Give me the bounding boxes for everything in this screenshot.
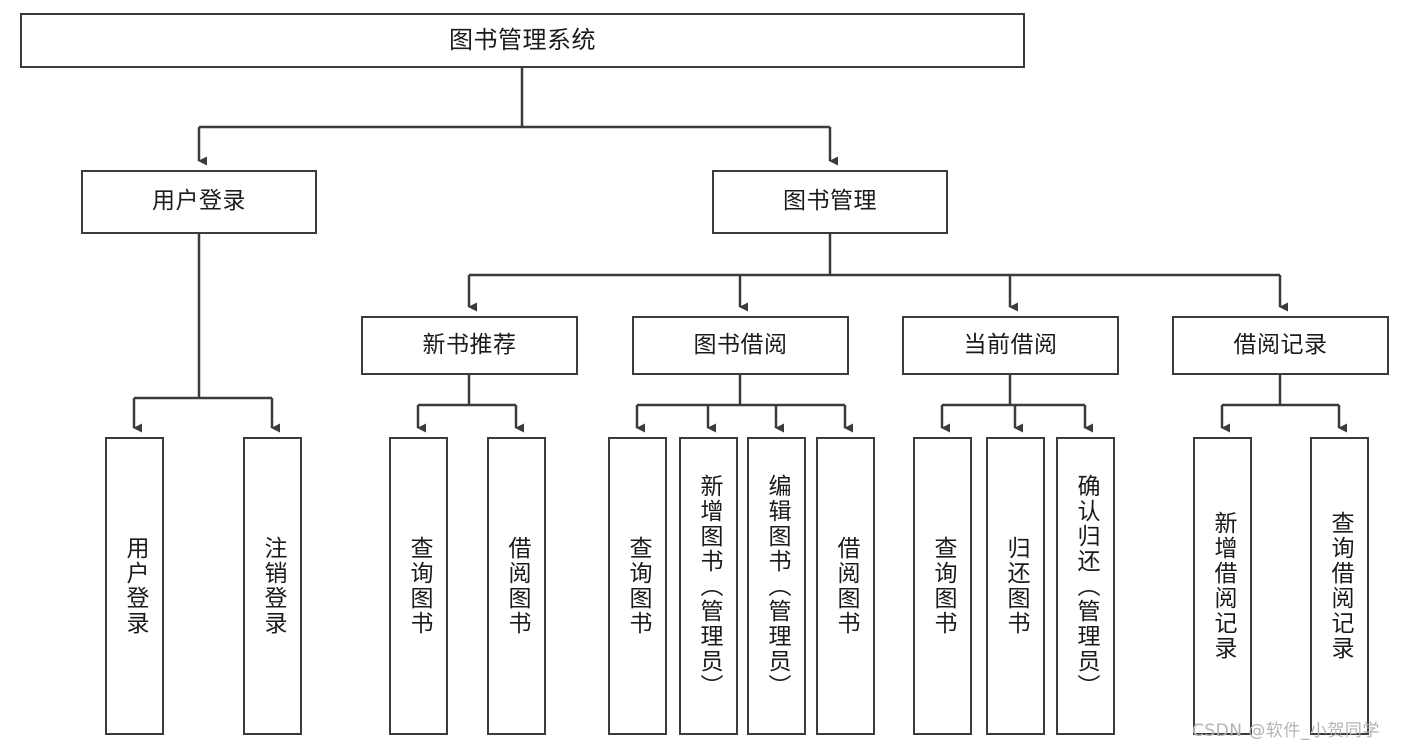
root-node-图书管理系统[interactable]: 图书管理系统 — [20, 13, 1025, 68]
node-label: 编辑图书（管理员） — [764, 473, 790, 699]
node-label: 查询图书 — [406, 536, 432, 636]
node-label: 图书管理系统 — [449, 26, 596, 55]
node-label: 查询借阅记录 — [1327, 511, 1353, 661]
leaf-node-借阅图书[interactable]: 借阅图书 — [487, 437, 546, 735]
leaf-node-确认归还管理员[interactable]: 确认归还（管理员） — [1056, 437, 1115, 735]
level3-node-图书借阅[interactable]: 图书借阅 — [632, 316, 849, 375]
node-label: 借阅记录 — [1233, 331, 1328, 358]
watermark-text: CSDN @软件_小贺同学 — [1192, 721, 1380, 741]
leaf-node-查询图书[interactable]: 查询图书 — [389, 437, 448, 735]
leaf-node-编辑图书管理员[interactable]: 编辑图书（管理员） — [747, 437, 806, 735]
leaf-node-新增借阅记录[interactable]: 新增借阅记录 — [1193, 437, 1252, 735]
level2-node-用户登录[interactable]: 用户登录 — [81, 170, 317, 234]
node-label: 查询图书 — [625, 536, 651, 636]
node-label: 确认归还（管理员） — [1073, 473, 1099, 699]
node-label: 新书推荐 — [422, 331, 517, 358]
leaf-node-借阅图书[interactable]: 借阅图书 — [816, 437, 875, 735]
leaf-node-查询图书[interactable]: 查询图书 — [913, 437, 972, 735]
node-label: 图书借阅 — [693, 331, 788, 358]
node-label: 图书管理 — [783, 188, 877, 215]
leaf-node-查询图书[interactable]: 查询图书 — [608, 437, 667, 735]
node-label: 借阅图书 — [504, 536, 530, 636]
node-label: 归还图书 — [1003, 536, 1029, 636]
node-label: 用户登录 — [152, 188, 246, 215]
node-label: 借阅图书 — [833, 536, 859, 636]
node-label: 新增图书（管理员） — [696, 473, 722, 699]
node-label: 注销登录 — [260, 536, 286, 636]
level3-node-借阅记录[interactable]: 借阅记录 — [1172, 316, 1389, 375]
leaf-node-归还图书[interactable]: 归还图书 — [986, 437, 1045, 735]
leaf-node-用户登录[interactable]: 用户登录 — [105, 437, 164, 735]
node-label: 用户登录 — [122, 536, 148, 636]
level3-node-新书推荐[interactable]: 新书推荐 — [361, 316, 578, 375]
leaf-node-新增图书管理员[interactable]: 新增图书（管理员） — [679, 437, 738, 735]
level2-node-图书管理[interactable]: 图书管理 — [712, 170, 948, 234]
leaf-node-查询借阅记录[interactable]: 查询借阅记录 — [1310, 437, 1369, 735]
level3-node-当前借阅[interactable]: 当前借阅 — [902, 316, 1119, 375]
node-label: 当前借阅 — [963, 331, 1058, 358]
leaf-node-注销登录[interactable]: 注销登录 — [243, 437, 302, 735]
node-label: 新增借阅记录 — [1210, 511, 1236, 661]
node-label: 查询图书 — [930, 536, 956, 636]
